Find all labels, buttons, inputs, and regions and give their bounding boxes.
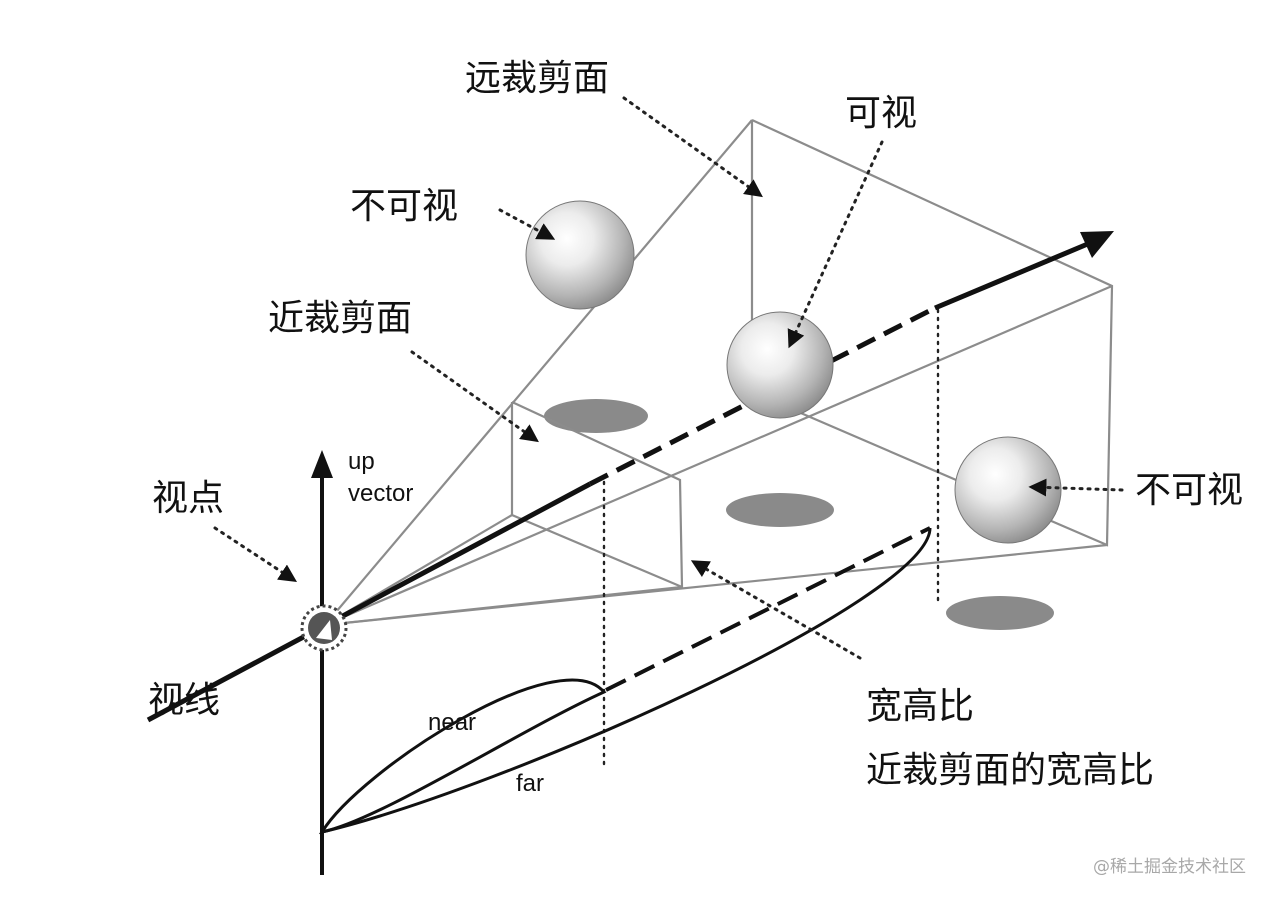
near-clip-plane: [510, 401, 684, 589]
label-near-clip: 近裁剪面: [268, 298, 412, 339]
label-up: up: [348, 448, 375, 475]
sphere-shadows: [544, 399, 1054, 630]
leader-aspect: [690, 560, 862, 660]
shadow-near: [544, 399, 648, 433]
shadow-right: [946, 596, 1054, 630]
label-aspect: 宽高比: [866, 686, 974, 727]
label-viewpoint: 视点: [152, 478, 224, 519]
label-visible: 可视: [845, 93, 917, 134]
label-aspect-desc: 近裁剪面的宽高比: [866, 750, 1154, 791]
sight-line: [146, 481, 592, 723]
far-clip-plane: [750, 119, 1114, 547]
label-invisible-top: 不可视: [350, 186, 458, 227]
far-distance-curve: [321, 527, 932, 834]
leader-visible: [787, 140, 884, 349]
sphere-invisible-right: [954, 436, 1062, 544]
label-far-clip: 远裁剪面: [465, 58, 609, 99]
leader-viewpoint: [213, 526, 298, 582]
leader-invisible-top: [498, 208, 556, 240]
label-vector: vector: [348, 480, 413, 507]
label-sight-line: 视线: [148, 680, 220, 721]
watermark: @稀土掘金技术社区: [1093, 857, 1246, 877]
near-distance-curve: [318, 678, 607, 835]
spheres: [525, 200, 1062, 544]
label-far: far: [516, 770, 544, 797]
sight-line-arrow: [1080, 231, 1114, 258]
viewpoint-eye-icon: [300, 604, 348, 652]
far-distance-dashed: [605, 526, 931, 692]
up-vector-arrow: [311, 450, 333, 478]
label-invisible-right: 不可视: [1135, 470, 1243, 511]
label-near: near: [428, 709, 476, 736]
leader-invisible-right: [1028, 478, 1124, 497]
frustum: [324, 119, 1114, 627]
leader-far-clip: [622, 96, 763, 198]
leader-lines: [213, 96, 1124, 660]
shadow-center: [726, 493, 834, 527]
sight-line-far: [934, 240, 1091, 311]
sphere-invisible-top: [525, 200, 635, 310]
leader-near-clip: [410, 350, 539, 443]
sphere-visible: [726, 311, 834, 419]
